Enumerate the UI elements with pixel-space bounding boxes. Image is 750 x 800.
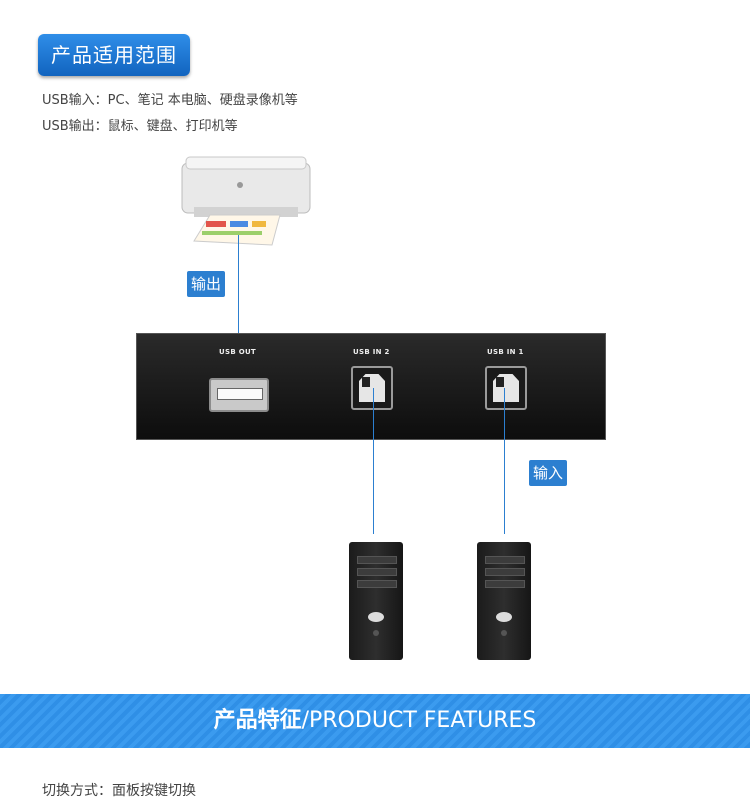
input-tag: 输入 bbox=[529, 460, 567, 486]
port-label-out: USB OUT bbox=[219, 348, 256, 356]
switch-mode-line: 切换方式：面板按键切换 bbox=[42, 780, 196, 800]
output-tag: 输出 bbox=[187, 271, 225, 297]
usb-switch-device: USB OUT USB IN 2 USB IN 1 bbox=[136, 333, 606, 440]
features-banner-title-cn: 产品特征 bbox=[214, 708, 302, 733]
usb-b-port-2 bbox=[351, 366, 393, 410]
pc-tower-left bbox=[349, 542, 403, 660]
port-label-in2: USB IN 2 bbox=[353, 348, 390, 356]
section-title: 产品适用范围 bbox=[38, 34, 190, 76]
pc-tower-right bbox=[477, 542, 531, 660]
features-banner-title: 产品特征/PRODUCT FEATURES bbox=[0, 694, 750, 748]
usb-a-port bbox=[209, 378, 269, 412]
printer-image bbox=[180, 155, 314, 250]
features-banner-title-en: /PRODUCT FEATURES bbox=[302, 708, 537, 733]
features-banner: 产品特征/PRODUCT FEATURES bbox=[0, 694, 750, 748]
usb-output-info: USB输出：鼠标、键盘、打印机等 bbox=[42, 115, 238, 134]
usb-input-info: USB输入：PC、笔记 本电脑、硬盘录像机等 bbox=[42, 89, 298, 108]
port-label-in1: USB IN 1 bbox=[487, 348, 524, 356]
pc1-connector-line bbox=[504, 388, 505, 534]
usb-b-port-1 bbox=[485, 366, 527, 410]
pc2-connector-line bbox=[373, 388, 374, 534]
